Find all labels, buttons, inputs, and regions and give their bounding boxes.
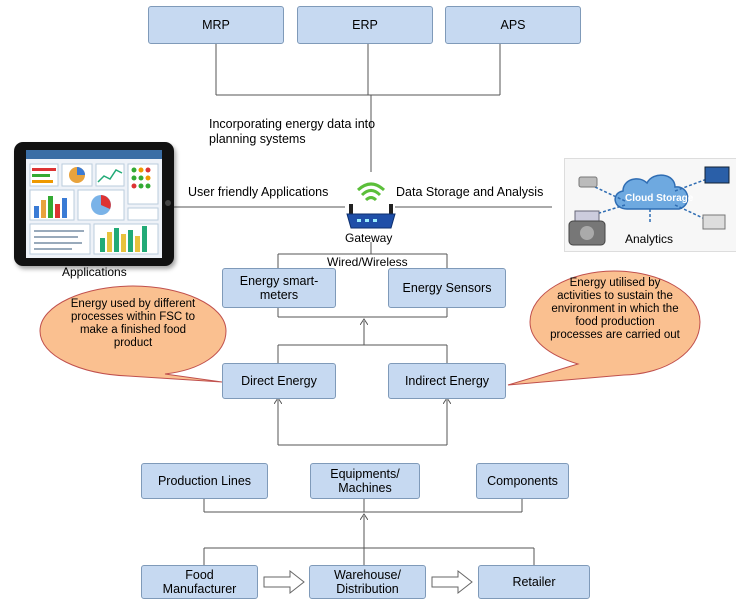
production-lines-box: Production Lines — [141, 463, 268, 499]
cloud-storage-graphic — [568, 166, 730, 246]
direct-energy-callout-shape — [39, 285, 227, 383]
components-box: Components — [476, 463, 569, 499]
mrp-box: MRP — [148, 6, 284, 44]
wired-wireless-label: Wired/Wireless — [325, 255, 410, 269]
analytics-cloud-image: Cloud Storage Analytics — [564, 158, 736, 252]
tablet-home-button — [165, 200, 171, 206]
indirect-energy-callout-shape — [507, 270, 701, 386]
energy-sensors-box: Energy Sensors — [388, 268, 506, 308]
indirect-energy-note: Energy utilised by activities to sustain… — [550, 277, 680, 341]
retailer-box: Retailer — [478, 565, 590, 599]
warehouse-distribution-box: Warehouse/ Distribution — [309, 565, 426, 599]
flow-arrow — [263, 569, 305, 595]
data-storage-label: Data Storage and Analysis — [396, 185, 544, 199]
equipments-machines-box: Equipments/ Machines — [310, 463, 420, 499]
food-manufacturer-box: Food Manufacturer — [141, 565, 258, 599]
gateway-label: Gateway — [345, 231, 393, 245]
dashboard-screenshot — [26, 150, 162, 258]
dashboard-graphic — [26, 150, 162, 255]
applications-label: Applications — [62, 265, 127, 279]
erp-box: ERP — [297, 6, 433, 44]
gateway-router-icon — [346, 182, 396, 229]
flow-arrow — [431, 569, 473, 595]
aps-box: APS — [445, 6, 581, 44]
indirect-energy-box: Indirect Energy — [388, 363, 506, 399]
direct-energy-note: Energy used by different processes withi… — [70, 298, 196, 349]
user-friendly-applications-label: User friendly Applications — [188, 185, 329, 199]
energy-smart-meters-box: Energy smart-meters — [222, 268, 336, 308]
applications-tablet-image — [14, 142, 174, 266]
cloud-storage-label: Cloud Storage — [625, 193, 694, 204]
direct-energy-box: Direct Energy — [222, 363, 336, 399]
analytics-label: Analytics — [625, 232, 674, 246]
planning-caption: Incorporating energy data into planning … — [209, 117, 376, 146]
